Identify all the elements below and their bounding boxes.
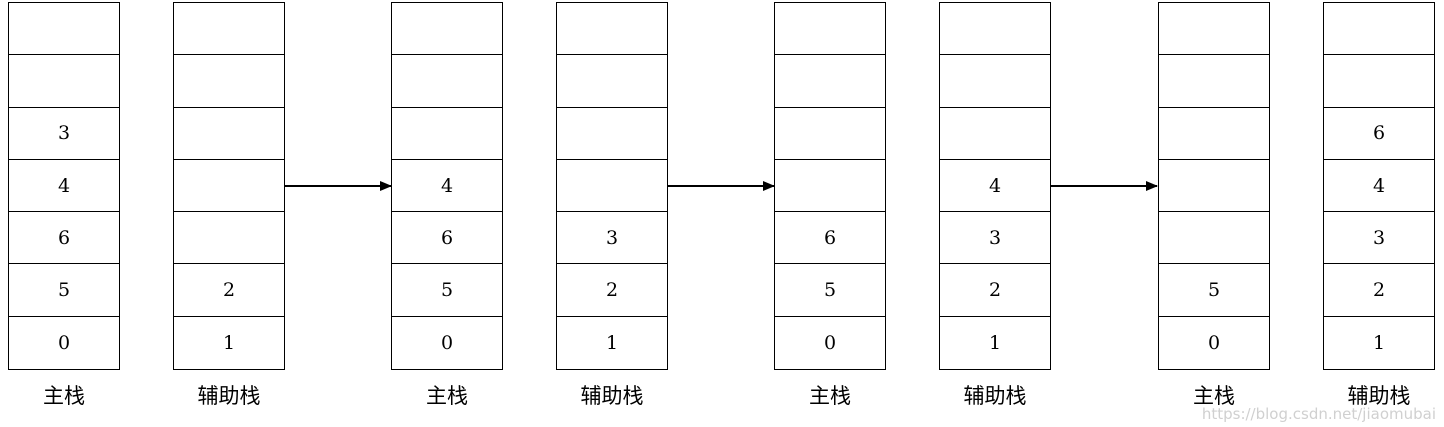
stack-cell <box>557 3 667 56</box>
stack-cell <box>775 108 885 160</box>
stack-cell <box>940 55 1050 108</box>
stack-cell: 5 <box>1159 264 1269 317</box>
stack-cell: 3 <box>557 212 667 265</box>
stack-cell: 5 <box>392 264 502 317</box>
stack-cell: 1 <box>222 331 236 354</box>
stack-cell: 5 <box>775 264 885 317</box>
stack-cell: 3 <box>940 212 1050 265</box>
stack-cell <box>1159 160 1269 213</box>
stack-cell <box>392 108 502 160</box>
main-stack-label: 主栈 <box>43 384 85 408</box>
stack-cell: 2 <box>940 264 1050 317</box>
stack-cell: 0 <box>1207 331 1221 354</box>
aux-stack-label: 辅助栈 <box>1347 384 1411 408</box>
stack-cell <box>1159 3 1269 56</box>
stack-cell: 1 <box>605 331 619 354</box>
stack-cell <box>174 160 284 213</box>
stack-cell <box>392 55 502 108</box>
stack-cell <box>1324 3 1434 56</box>
stack-cell <box>174 212 284 265</box>
stack-cell <box>174 3 284 56</box>
stack-cell: 6 <box>9 212 119 265</box>
aux-stack-label: 辅助栈 <box>963 384 1027 408</box>
stack-cell: 0 <box>823 331 837 354</box>
stack-cell: 6 <box>775 212 885 265</box>
stack-cell: 3 <box>1324 212 1434 265</box>
stack-cell <box>174 55 284 108</box>
stack-cell: 2 <box>557 264 667 317</box>
stack-cell <box>1159 212 1269 265</box>
watermark-text: https://blog.csdn.net/jiaomubai <box>1201 405 1436 423</box>
stack-cell <box>1159 108 1269 160</box>
stack-cell: 0 <box>57 331 71 354</box>
stack-cell <box>775 3 885 56</box>
stack-cell: 6 <box>1324 108 1434 160</box>
stack-cell <box>9 55 119 108</box>
stack-cell <box>940 108 1050 160</box>
stack-cell <box>9 3 119 56</box>
stack-cell: 1 <box>988 331 1002 354</box>
stack-cell: 5 <box>9 264 119 317</box>
stack-cell: 1 <box>1372 331 1386 354</box>
stack-cell: 4 <box>392 160 502 213</box>
stack-cell <box>557 160 667 213</box>
stack-cell: 2 <box>174 264 284 317</box>
stack-cell: 4 <box>1324 160 1434 213</box>
main-stack-label: 主栈 <box>426 384 468 408</box>
aux-stack-label: 辅助栈 <box>580 384 644 408</box>
stack-cell: 0 <box>440 331 454 354</box>
main-stack-label: 主栈 <box>1193 384 1235 408</box>
stack-cell <box>940 3 1050 56</box>
stack-cell: 4 <box>9 160 119 213</box>
stack-cell <box>775 55 885 108</box>
stack-cell <box>1324 55 1434 108</box>
stack-cell <box>392 3 502 56</box>
stack-cell <box>557 55 667 108</box>
stack-cell: 4 <box>940 160 1050 213</box>
stack-cell: 3 <box>9 108 119 160</box>
stack-cell <box>557 108 667 160</box>
aux-stack-label: 辅助栈 <box>197 384 261 408</box>
stack-cell: 2 <box>1324 264 1434 317</box>
stack-cell: 6 <box>392 212 502 265</box>
stack-cell <box>1159 55 1269 108</box>
stack-cell <box>174 108 284 160</box>
main-stack-label: 主栈 <box>809 384 851 408</box>
stack-cell <box>775 160 885 213</box>
